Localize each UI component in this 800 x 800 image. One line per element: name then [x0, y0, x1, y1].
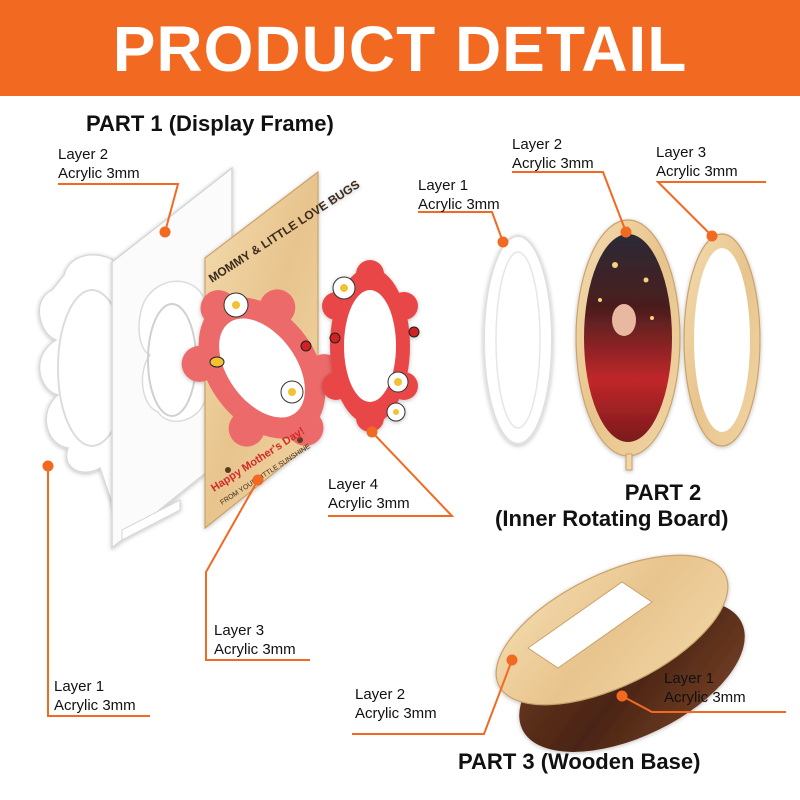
- part2-layer3-wood-ring: [683, 233, 761, 447]
- layer-name: Layer 1: [418, 177, 469, 194]
- part1-layer4-red-flower: [322, 260, 420, 432]
- part3-layer1-label: Layer 1 Acrylic 3mm: [664, 669, 746, 707]
- layer-name: Layer 1: [54, 678, 105, 695]
- part2-title-line1: PART 2: [624, 480, 702, 505]
- layer-spec: Acrylic 3mm: [418, 196, 500, 213]
- part2-title-line2: (Inner Rotating Board): [495, 506, 729, 531]
- layer-name: Layer 4: [328, 476, 379, 493]
- part3-title: PART 3 (Wooden Base): [458, 749, 701, 774]
- part1-layer2-clear-panel: [111, 166, 233, 550]
- part2-layer2-photo-board: [575, 219, 681, 471]
- part1-layer3-label: Layer 3 Acrylic 3mm: [214, 621, 296, 659]
- layer-name: Layer 2: [58, 146, 109, 163]
- part2-layer1-clear-ring: [483, 235, 553, 445]
- part1-layer4-label: Layer 4 Acrylic 3mm: [328, 475, 410, 513]
- layer-spec: Acrylic 3mm: [328, 495, 410, 512]
- layer-spec: Acrylic 3mm: [58, 165, 140, 182]
- layer-name: Layer 2: [512, 136, 563, 153]
- part1-layer1-label: Layer 1 Acrylic 3mm: [54, 677, 136, 715]
- layer-name: Layer 1: [664, 670, 715, 687]
- layer-name: Layer 3: [656, 144, 707, 161]
- layer-spec: Acrylic 3mm: [214, 641, 296, 658]
- part3-layer2-label: Layer 2 Acrylic 3mm: [355, 685, 437, 723]
- part1-layer2-label: Layer 2 Acrylic 3mm: [58, 145, 140, 183]
- part2-layer3-label: Layer 3 Acrylic 3mm: [656, 143, 738, 181]
- part3-wooden-base: [495, 554, 745, 752]
- part2-layer2-label: Layer 2 Acrylic 3mm: [512, 135, 594, 173]
- part2-layer1-label: Layer 1 Acrylic 3mm: [418, 176, 500, 214]
- layer-name: Layer 3: [214, 622, 265, 639]
- page-title: PRODUCT DETAIL: [112, 13, 688, 85]
- layer-spec: Acrylic 3mm: [656, 163, 738, 180]
- part1-layer3-printed-board: MOMMY & LITTLE LOVE BUGS Happy Mother's …: [181, 170, 362, 530]
- layer-spec: Acrylic 3mm: [54, 697, 136, 714]
- layer-spec: Acrylic 3mm: [512, 155, 594, 172]
- layer-name: Layer 2: [355, 686, 406, 703]
- layer-spec: Acrylic 3mm: [664, 689, 746, 706]
- layer-spec: Acrylic 3mm: [355, 705, 437, 722]
- part1-title: PART 1 (Display Frame): [86, 111, 334, 136]
- header-banner: [0, 0, 800, 96]
- leader-lines: [42, 171, 786, 735]
